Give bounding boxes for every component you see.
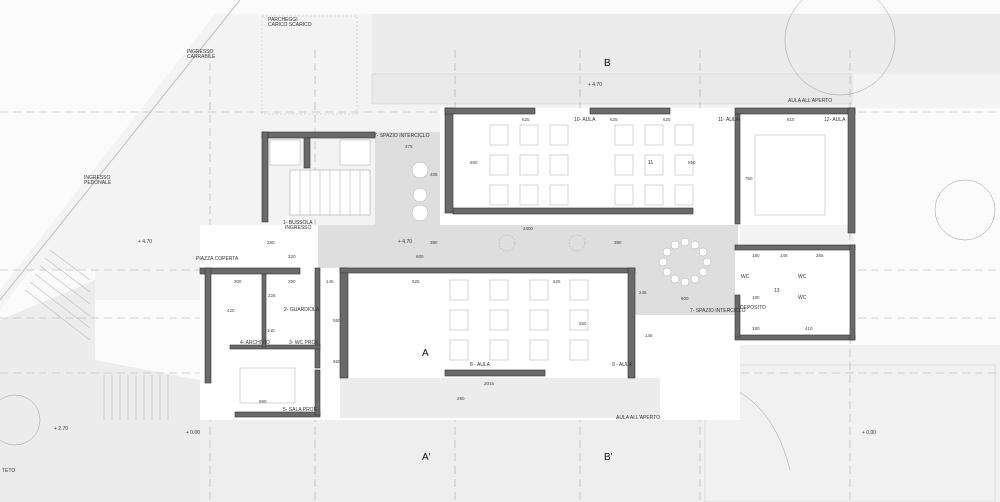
svg-text:180: 180 (752, 326, 760, 331)
room-label: 13 (774, 288, 780, 294)
svg-text:550: 550 (579, 321, 587, 326)
room-label: WC (798, 295, 807, 301)
section-marker: A' (422, 452, 431, 463)
room-label: 1- BUSSOLA (283, 220, 313, 226)
svg-text:550: 550 (470, 160, 478, 165)
svg-text:320: 320 (288, 254, 296, 259)
svg-text:590: 590 (259, 399, 267, 404)
svg-text:610: 610 (787, 117, 795, 122)
room-label: 7- SPAZIO INTERCICLO (374, 133, 430, 139)
tree (0, 394, 41, 446)
vehicle-entry-label: INGRESSO (187, 49, 214, 55)
services-block (735, 245, 855, 340)
room-label: 5- SALA PROF. (283, 407, 317, 413)
outdoor-class-label: AULA ALL'APERTO (788, 98, 832, 104)
level-marker: + 4.70 (588, 82, 602, 88)
room-label: 4- ARCHIVIO (240, 340, 270, 346)
room-label: 2- GUARDIOLA (284, 307, 320, 313)
room-label: 8 - AULA (470, 362, 491, 368)
svg-text:625: 625 (610, 117, 618, 122)
section-marker: A (422, 348, 429, 359)
svg-text:245: 245 (639, 290, 647, 295)
svg-text:600: 600 (681, 296, 689, 301)
level-marker: + 0.00 (862, 430, 876, 436)
south-yard (200, 420, 700, 502)
elevator (339, 139, 371, 166)
svg-text:625: 625 (522, 117, 530, 122)
diagonal-edge (0, 0, 241, 301)
desks (239, 124, 826, 404)
svg-text:550: 550 (688, 160, 696, 165)
level-marker: + 4.70 (398, 239, 412, 245)
interciclo-floor (375, 132, 440, 225)
room-label: DEPOSITO (740, 305, 766, 311)
svg-text:550: 550 (333, 359, 341, 364)
svg-text:180: 180 (752, 295, 760, 300)
svg-text:2400: 2400 (523, 226, 534, 231)
level-marker: + 4.70 (138, 239, 152, 245)
level-marker: + 2.70 (54, 426, 68, 432)
ramp-hatch (24, 249, 169, 420)
svg-text:600: 600 (416, 254, 424, 259)
room-label: 10- AULA (574, 117, 596, 123)
svg-text:290: 290 (288, 279, 296, 284)
svg-text:265: 265 (816, 253, 824, 258)
section-marker: B' (604, 452, 613, 463)
room-label: 3- WC PROF. (289, 340, 319, 346)
svg-text:300: 300 (234, 279, 242, 284)
dimensions: 625 625 625 610 475 405 550 550 760 2400… (227, 117, 824, 404)
south-deck (340, 378, 660, 418)
svg-text:390: 390 (614, 240, 622, 245)
round-seating (411, 161, 712, 287)
room-label: 7- SPAZIO INTERCICLO (690, 308, 746, 314)
parking-label: CARICO SCARICO (268, 22, 312, 28)
svg-text:280: 280 (457, 396, 465, 401)
building (199, 107, 856, 420)
room-label: 12- AULA (824, 117, 846, 123)
svg-text:405: 405 (430, 172, 438, 177)
outdoor-class-label: AULA ALL'APERTO (616, 415, 660, 421)
room-label: WC (798, 274, 807, 280)
svg-text:760: 760 (745, 176, 753, 181)
roof-label: TETO (2, 468, 15, 474)
room-label: 11- AULA (718, 117, 740, 123)
sports-field (700, 345, 1000, 502)
svg-text:140: 140 (267, 328, 275, 333)
svg-text:410: 410 (805, 326, 813, 331)
level-marker: + 0.00 (186, 430, 200, 436)
parking-label: PARCHEGGI (268, 17, 298, 23)
svg-text:390: 390 (430, 240, 438, 245)
section-marker: B (604, 58, 611, 69)
room-label: 9 - AULA (612, 362, 633, 368)
svg-text:225: 225 (268, 293, 276, 298)
vehicle-entry-label: CARRABILE (187, 54, 216, 60)
elevator (269, 139, 301, 166)
svg-text:2015: 2015 (484, 381, 495, 386)
lower-ground (0, 280, 200, 502)
parking-area (261, 15, 358, 115)
room-label: 11 (648, 160, 653, 166)
north-landscape (372, 14, 1000, 74)
room-label: WC (741, 274, 750, 280)
svg-text:145: 145 (645, 333, 653, 338)
svg-text:145: 145 (326, 279, 334, 284)
tree (934, 179, 996, 241)
svg-text:180: 180 (752, 253, 760, 258)
svg-text:475: 475 (405, 144, 413, 149)
tree (784, 0, 896, 96)
svg-text:625: 625 (663, 117, 671, 122)
covered-square-label: PIAZZA COPERTA (196, 256, 239, 262)
svg-text:280: 280 (267, 240, 275, 245)
svg-text:420: 420 (227, 308, 235, 313)
svg-text:550: 550 (333, 318, 341, 323)
pedestrian-entry-label: INGRESSO (84, 175, 111, 181)
pedestrian-entry-label: PEDONALE (84, 180, 112, 186)
svg-text:625: 625 (412, 279, 420, 284)
room-label: INGRESSO (285, 225, 312, 231)
svg-text:145: 145 (780, 253, 788, 258)
svg-text:625: 625 (553, 279, 561, 284)
north-deck (371, 73, 853, 105)
